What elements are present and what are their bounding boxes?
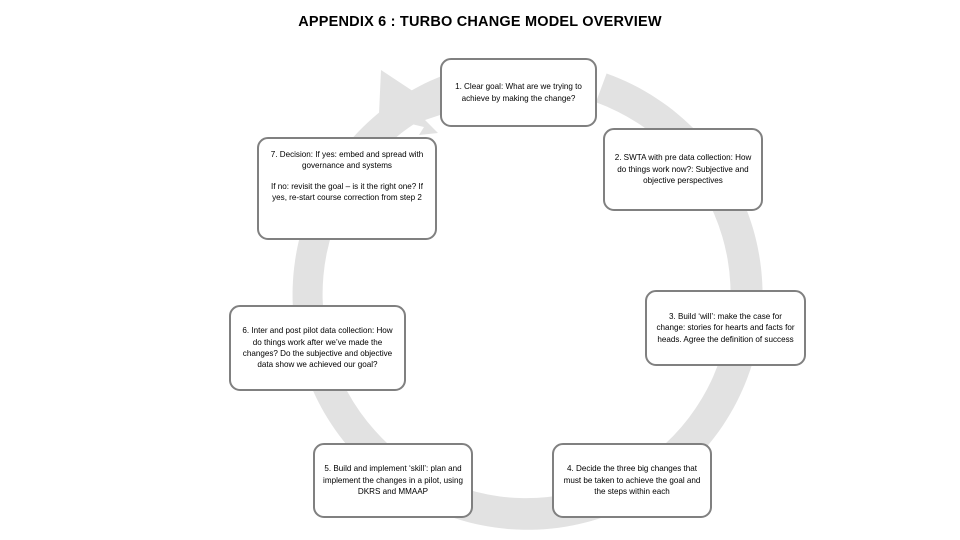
cycle-node-7-text-no: If no: revisit the goal – is it the righ… [270,181,424,203]
cycle-node-5-build-implement-skill[interactable]: 5. Build and implement ‘skill’: plan and… [313,443,473,518]
cycle-node-7-decision[interactable]: 7. Decision: If yes: embed and spread wi… [257,137,437,240]
cycle-node-2-swta-pre-data-collection[interactable]: 2. SWTA with pre data collection: How do… [603,128,763,211]
cycle-node-4-decide-three-big-changes[interactable]: 4. Decide the three big changes that mus… [552,443,712,518]
page-title: APPENDIX 6 : TURBO CHANGE MODEL OVERVIEW [298,14,662,30]
cycle-arrowhead [378,70,446,136]
cycle-node-4-text: 4. Decide the three big changes that mus… [563,464,701,497]
cycle-node-1-text: 1. Clear goal: What are we trying to ach… [455,82,582,103]
cycle-node-3-build-will[interactable]: 3. Build ‘will’: make the case for chang… [645,290,806,366]
cycle-node-2-text: 2. SWTA with pre data collection: How do… [614,153,752,186]
cycle-node-5-text: 5. Build and implement ‘skill’: plan and… [323,464,463,497]
cycle-node-7-text-yes: 7. Decision: If yes: embed and spread wi… [270,150,424,171]
cycle-node-1-clear-goal[interactable]: 1. Clear goal: What are we trying to ach… [440,58,597,127]
cycle-node-6-text: 6. Inter and post pilot data collection:… [242,326,393,370]
cycle-node-3-text: 3. Build ‘will’: make the case for chang… [656,311,795,344]
cycle-node-6-inter-post-pilot-data-collection[interactable]: 6. Inter and post pilot data collection:… [229,305,406,391]
